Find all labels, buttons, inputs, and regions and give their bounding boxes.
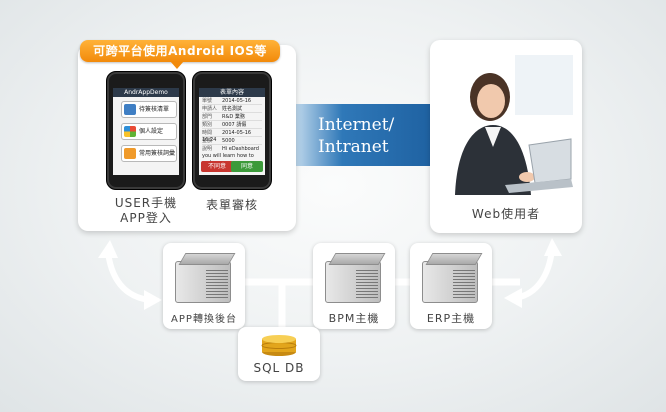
bpm-server-icon bbox=[325, 261, 381, 303]
menu-item-pending[interactable]: 待簽核清單 bbox=[121, 101, 177, 118]
phone-menu-title: AndrAppDemo bbox=[113, 88, 179, 97]
form-row: 申請人姓名測試 bbox=[202, 106, 262, 113]
list-icon bbox=[124, 104, 136, 115]
left-arrow-head-bottom bbox=[144, 290, 162, 310]
web-user-label: Web使用者 bbox=[471, 207, 541, 221]
pencil-icon bbox=[124, 148, 136, 159]
network-band bbox=[288, 104, 443, 166]
approve-button[interactable]: 同意 bbox=[231, 161, 263, 172]
erp-server-label: ERP主機 bbox=[426, 312, 476, 325]
app-server-icon bbox=[175, 261, 231, 303]
sql-db-label: SQL DB bbox=[253, 361, 305, 375]
bpm-server-card: BPM主機 bbox=[313, 243, 395, 329]
web-user-photo bbox=[445, 55, 573, 195]
database-icon bbox=[261, 335, 297, 356]
left-arrow-head-top bbox=[98, 240, 118, 258]
erp-server-icon bbox=[422, 261, 478, 303]
menu-item-phrases[interactable]: 常用簽核詞彙 bbox=[121, 145, 177, 162]
app-server-label: APP轉換後台 bbox=[171, 314, 237, 325]
right-arrow-head-top bbox=[544, 238, 562, 256]
form-approval-label: 表單審核 bbox=[205, 198, 258, 212]
windows-icon bbox=[124, 126, 136, 137]
left-double-arrow bbox=[105, 249, 153, 303]
erp-server-card: ERP主機 bbox=[410, 243, 492, 329]
bpm-server-label: BPM主機 bbox=[328, 312, 380, 325]
network-label: Internet/ Intranet bbox=[318, 114, 394, 158]
app-server-card: APP轉換後台 bbox=[163, 243, 245, 329]
phone-form-title: 表單內容 bbox=[199, 88, 265, 97]
phone-menu-screen: AndrAppDemo 待簽核清單 個人設定 常用簽核詞彙 bbox=[113, 88, 179, 175]
user-app-label: USER手機 APP登入 bbox=[114, 196, 178, 225]
right-arrow-head-bottom bbox=[504, 288, 522, 308]
menu-item-settings[interactable]: 個人設定 bbox=[121, 123, 177, 140]
phone-menu: AndrAppDemo 待簽核清單 個人設定 常用簽核詞彙 bbox=[106, 71, 186, 190]
cross-platform-banner: 可跨平台使用Android IOS等 bbox=[80, 40, 280, 62]
sql-db-card: SQL DB bbox=[238, 327, 320, 381]
banner-pointer bbox=[170, 61, 184, 69]
reject-button[interactable]: 不同意 bbox=[201, 161, 233, 172]
network-label-line2: Intranet bbox=[318, 137, 389, 157]
network-label-line1: Internet/ bbox=[318, 115, 395, 135]
